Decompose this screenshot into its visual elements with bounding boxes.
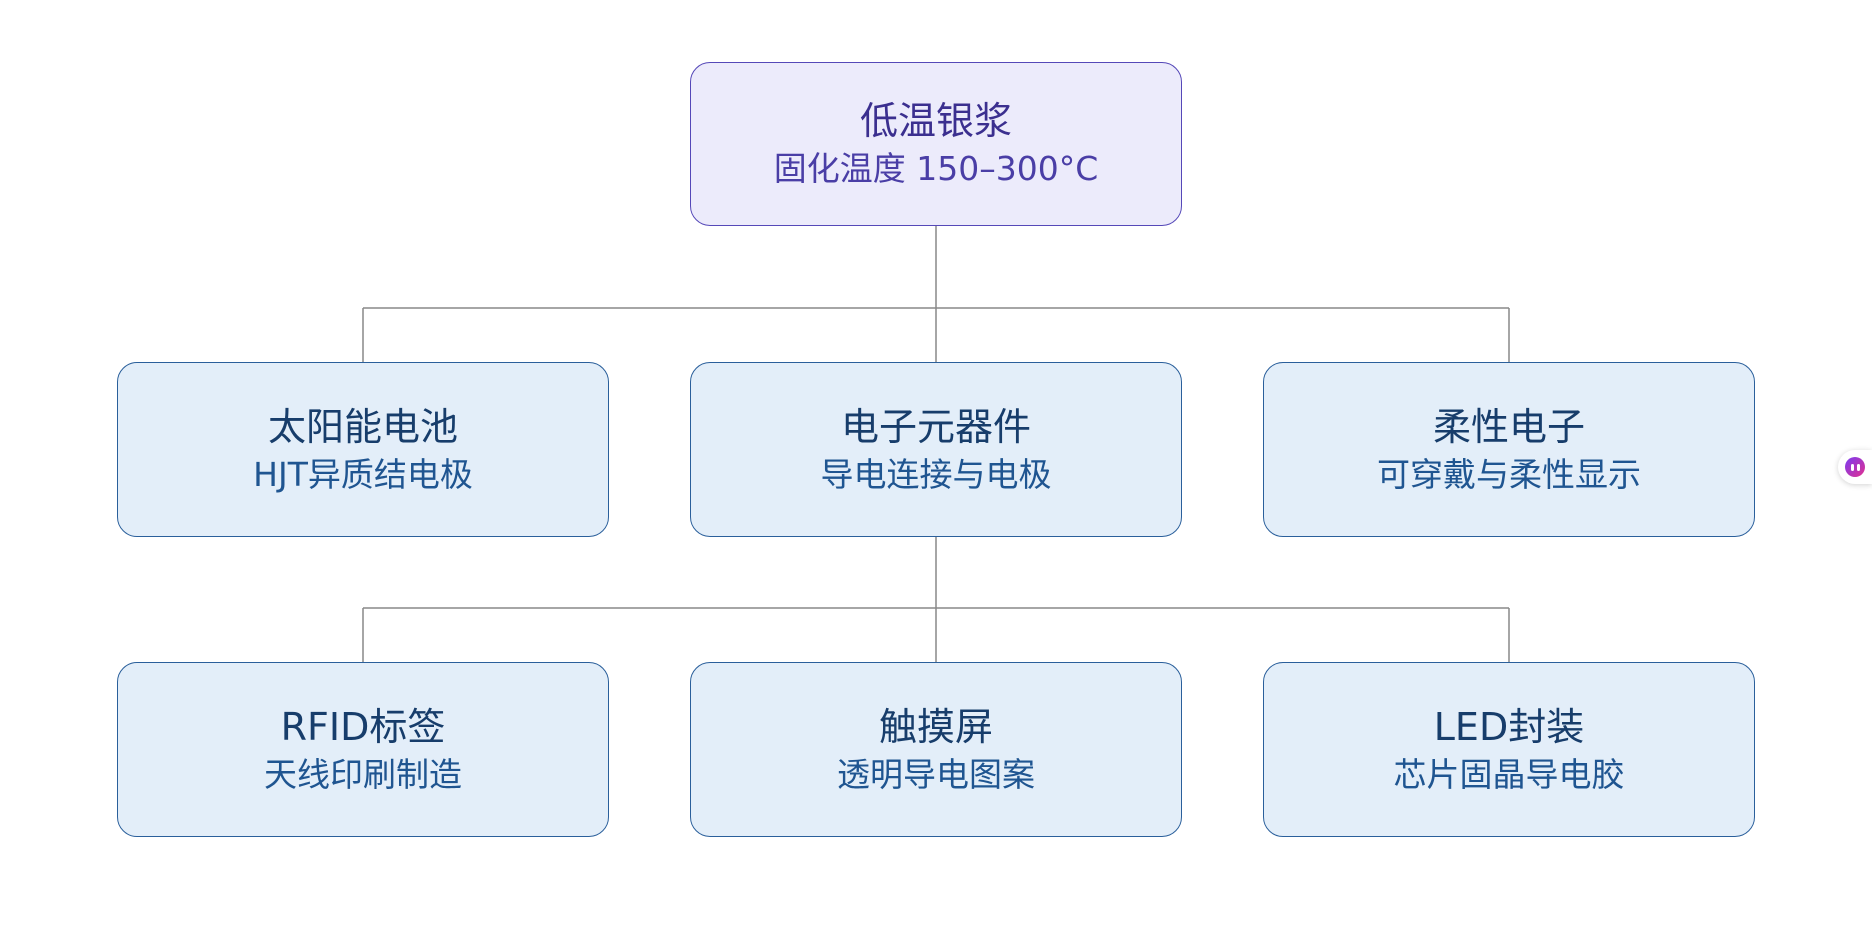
node-subtitle: 芯片固晶导电胶 (1393, 754, 1625, 794)
node-subtitle: 天线印刷制造 (264, 754, 462, 794)
node-title: 电子元器件 (840, 404, 1031, 449)
node-title: 太阳能电池 (267, 404, 458, 449)
node-rfid-tag: RFID标签 天线印刷制造 (117, 662, 609, 837)
node-title: RFID标签 (280, 704, 446, 749)
node-solar-cell: 太阳能电池 HJT异质结电极 (117, 362, 609, 537)
assistant-bubble-icon[interactable] (1838, 450, 1872, 484)
assistant-face-icon (1845, 457, 1865, 477)
node-title: 触摸屏 (878, 704, 993, 749)
node-title: 低温银浆 (859, 99, 1012, 143)
node-title: 柔性电子 (1432, 404, 1585, 449)
node-subtitle: 可穿戴与柔性显示 (1377, 454, 1641, 494)
node-led-packaging: LED封装 芯片固晶导电胶 (1263, 662, 1755, 837)
node-subtitle: 透明导电图案 (837, 754, 1035, 794)
node-subtitle: HJT异质结电极 (253, 454, 473, 494)
node-touch-screen: 触摸屏 透明导电图案 (690, 662, 1182, 837)
node-title: LED封装 (1433, 704, 1585, 749)
root-node-low-temp-silver-paste: 低温银浆 固化温度 150–300°C (690, 62, 1182, 226)
node-subtitle: 固化温度 150–300°C (773, 149, 1099, 188)
node-flexible-electronics: 柔性电子 可穿戴与柔性显示 (1263, 362, 1755, 537)
node-subtitle: 导电连接与电极 (820, 454, 1052, 494)
node-electronic-components: 电子元器件 导电连接与电极 (690, 362, 1182, 537)
